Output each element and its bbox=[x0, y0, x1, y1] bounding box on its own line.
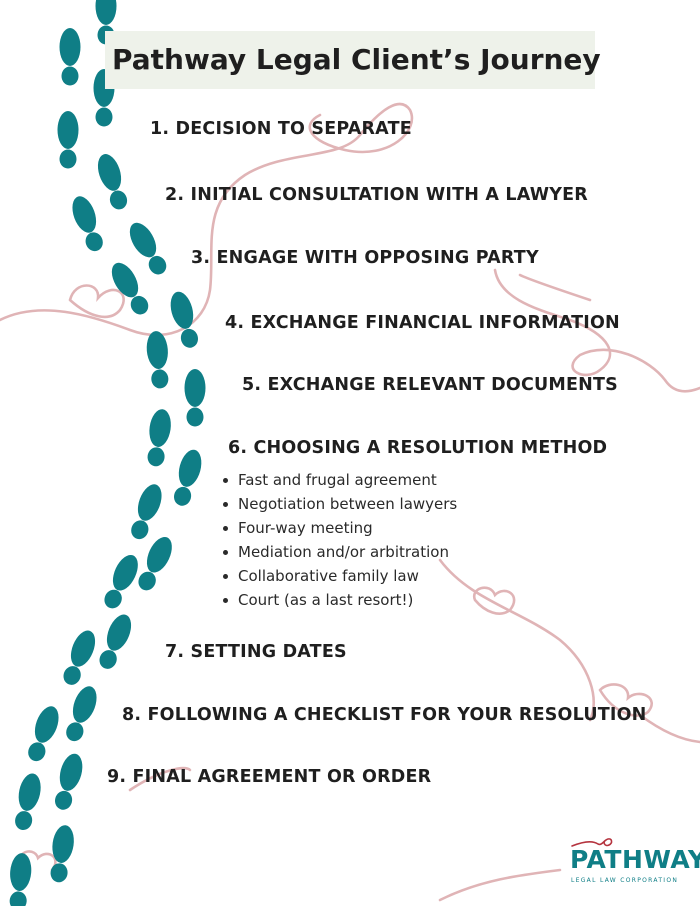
footprint-icon bbox=[72, 196, 103, 252]
footprint-icon bbox=[66, 686, 97, 742]
step-1-decision-to-separate: 1. DECISION TO SEPARATE bbox=[150, 119, 412, 139]
step-8-following-checklist: 8. FOLLOWING A CHECKLIST FOR YOUR RESOLU… bbox=[122, 705, 647, 725]
step-7-setting-dates: 7. SETTING DATES bbox=[165, 642, 347, 662]
list-item: Mediation and/or arbitration bbox=[222, 540, 457, 564]
pathway-logo-mark-icon bbox=[571, 838, 613, 847]
list-item: Four-way meeting bbox=[222, 516, 457, 540]
step-2-initial-consultation: 2. INITIAL CONSULTATION WITH A LAWYER bbox=[165, 185, 588, 205]
step-6-choosing-resolution-method: 6. CHOOSING A RESOLUTION METHOD bbox=[228, 438, 608, 458]
footprint-icon bbox=[97, 154, 128, 210]
footprint-icon bbox=[99, 614, 132, 669]
list-item: Collaborative family law bbox=[222, 564, 457, 588]
step-4-exchange-financial-information: 4. EXCHANGE FINANCIAL INFORMATION bbox=[225, 313, 620, 333]
list-item: Fast and frugal agreement bbox=[222, 468, 457, 492]
footprint-icon bbox=[146, 331, 169, 389]
footprint-icon bbox=[15, 773, 41, 831]
logo-tagline: LEGAL LAW CORPORATION bbox=[571, 877, 679, 884]
footprint-icon bbox=[184, 369, 206, 427]
footprint-icon bbox=[50, 825, 74, 883]
title-banner bbox=[105, 31, 595, 89]
footprint-icon bbox=[131, 484, 162, 540]
pathway-logo: PATHWAY LEGAL LAW CORPORATION bbox=[568, 836, 700, 890]
logo-wordmark: PATHWAY bbox=[570, 845, 700, 874]
list-item: Negotiation between lawyers bbox=[222, 492, 457, 516]
resolution-method-list: Fast and frugal agreement Negotiation be… bbox=[222, 468, 457, 612]
footprint-icon bbox=[111, 262, 149, 315]
footprint-icon bbox=[59, 28, 81, 86]
step-3-engage-opposing-party: 3. ENGAGE WITH OPPOSING PARTY bbox=[191, 248, 539, 268]
step-5-exchange-relevant-documents: 5. EXCHANGE RELEVANT DOCUMENTS bbox=[242, 375, 618, 395]
footprint-icon bbox=[104, 554, 138, 609]
list-item: Court (as a last resort!) bbox=[222, 588, 457, 612]
footprint-icon bbox=[129, 222, 167, 275]
footprint-icon bbox=[54, 753, 83, 810]
footprint-icon bbox=[57, 111, 79, 169]
page-title: Pathway Legal Client’s Journey bbox=[112, 43, 601, 76]
footprint-icon bbox=[63, 630, 96, 685]
footprint-icon bbox=[170, 291, 199, 348]
footprint-icon bbox=[138, 536, 172, 591]
footprint-icon bbox=[9, 853, 32, 906]
footprint-icon bbox=[28, 706, 59, 762]
step-9-final-agreement-or-order: 9. FINAL AGREEMENT OR ORDER bbox=[107, 767, 432, 787]
footprint-icon bbox=[173, 449, 202, 506]
footprint-icon bbox=[147, 409, 171, 467]
